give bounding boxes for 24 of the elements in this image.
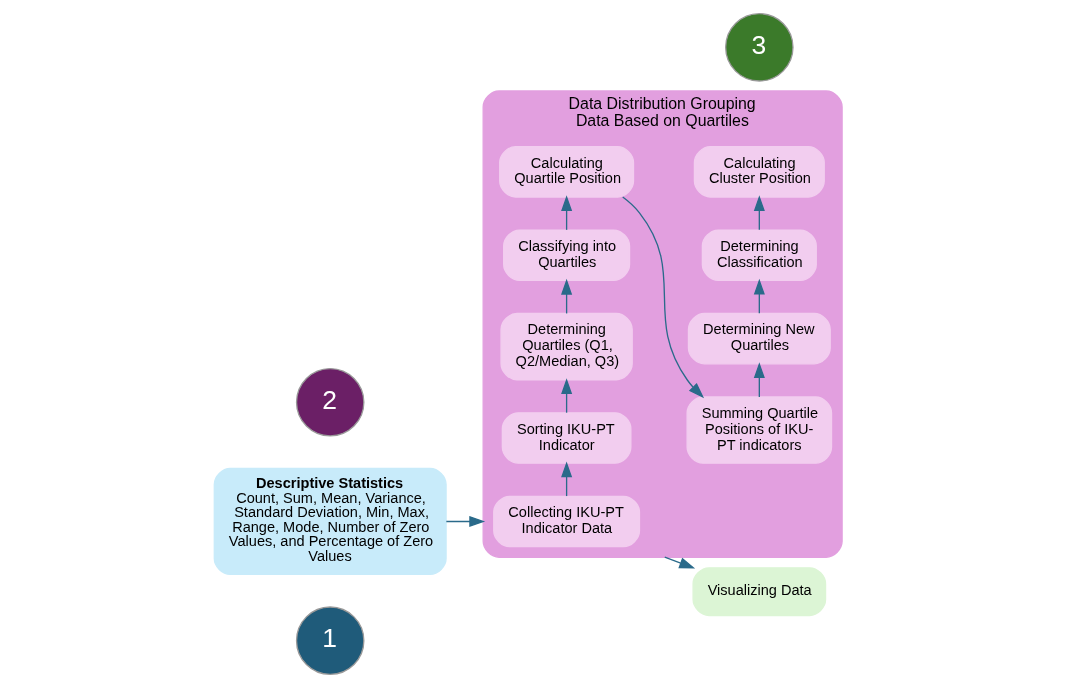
node-box: Classifying into Quartiles (503, 229, 631, 282)
arrow (561, 278, 573, 315)
node-circle: 3 (725, 13, 794, 82)
arrow (561, 195, 573, 231)
node-circle: 1 (295, 606, 365, 675)
arrow (753, 195, 765, 231)
node-box: Determining Classification (701, 229, 817, 282)
node-box: Calculating Quartile Position (499, 146, 635, 198)
arrow (664, 556, 696, 569)
node-box: Sorting IKU-PT Indicator (501, 412, 632, 464)
node-box: Summing Quartile Positions of IKU-PT indicators (686, 396, 833, 464)
node-circle: 2 (295, 367, 365, 437)
node-box: Determining New Quartiles (687, 312, 831, 365)
arrow (753, 278, 765, 314)
node-box: Determining Quartiles (Q1, Q2/Median, Q3) (500, 312, 633, 381)
arrow (445, 515, 486, 528)
node-box: Descriptive Statistics Count, Sum, Mean, Variance, Standard Deviation, Min, Max, Range, Mode, Number of Zero Values, and Percentage of Zero Values (213, 467, 447, 576)
node-box: Calculating Cluster Position (693, 146, 825, 198)
arrow (561, 378, 573, 414)
node-box: Collecting IKU-PT Indicator Data (493, 495, 641, 548)
arrow (753, 362, 765, 398)
arrow (622, 196, 705, 399)
arrow (561, 461, 573, 497)
node-box: Visualizing Data (692, 567, 827, 617)
